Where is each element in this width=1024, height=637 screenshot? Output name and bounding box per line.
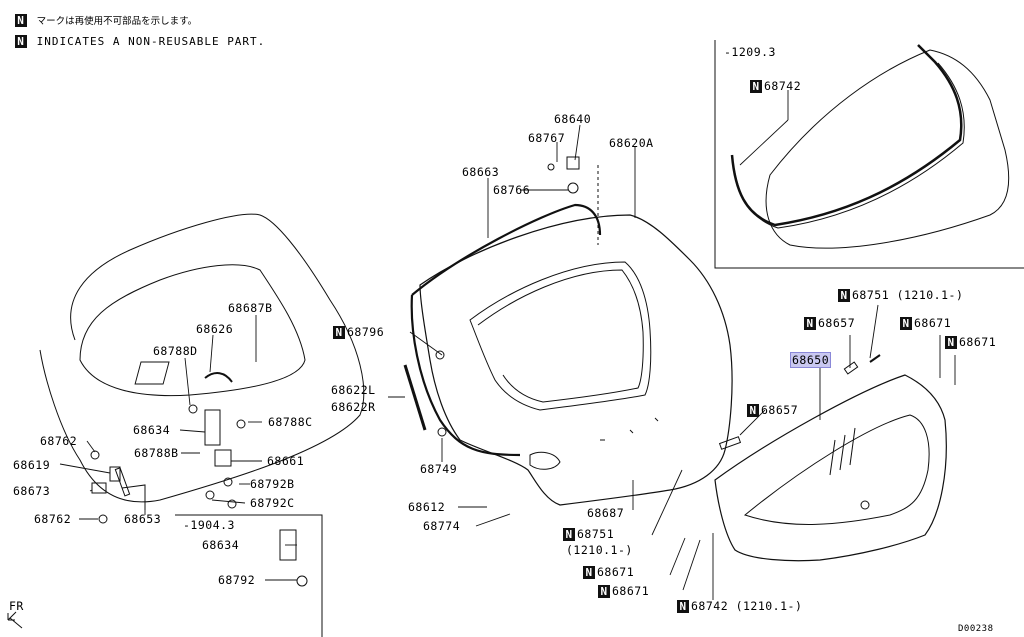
non-reusable-marker: N xyxy=(838,289,850,302)
non-reusable-marker: N xyxy=(15,35,27,48)
non-reusable-marker: N xyxy=(333,326,345,339)
part-label-68766[interactable]: 68766 xyxy=(493,183,531,197)
non-reusable-marker: N xyxy=(750,80,762,93)
legend-jp-text: マークは再使用不可部品を示します。 xyxy=(36,16,198,27)
part-label-68774[interactable]: 68774 xyxy=(423,519,461,533)
part-label-68788C[interactable]: 68788C xyxy=(268,415,313,429)
part-label-68653[interactable]: 68653 xyxy=(124,512,162,526)
direction-label: FR xyxy=(9,599,24,613)
legend-line-en: N INDICATES A NON-REUSABLE PART. xyxy=(15,35,265,49)
range-frame xyxy=(175,514,323,637)
left-glass xyxy=(39,213,365,503)
part-label-68640[interactable]: 68640 xyxy=(554,112,592,126)
part-label-68612[interactable]: 68612 xyxy=(408,500,446,514)
part-label-68792[interactable]: 68792 xyxy=(218,573,256,587)
highlighted-part-68650: 68650 xyxy=(789,352,832,368)
part-label-68622L[interactable]: 68622L xyxy=(331,383,376,397)
part-label-68620A[interactable]: 68620A xyxy=(609,136,654,150)
part-label-68762-a[interactable]: 68762 xyxy=(40,434,78,448)
part-label-68626[interactable]: 68626 xyxy=(196,322,234,336)
non-reusable-marker: N xyxy=(583,566,595,579)
part-label-68622R[interactable]: 68622R xyxy=(331,400,376,414)
non-reusable-marker: N xyxy=(598,585,610,598)
non-reusable-marker: N xyxy=(563,528,575,541)
non-reusable-marker: N xyxy=(677,600,689,613)
inset-glass xyxy=(765,49,1010,249)
part-note-68751-a: (1210.1-) xyxy=(566,543,633,557)
legend-en-text: INDICATES A NON-REUSABLE PART. xyxy=(36,35,266,48)
part-note-68751-b: (1210.1-) xyxy=(896,288,964,302)
non-reusable-marker: N xyxy=(15,14,27,27)
weatherstrip-68663 xyxy=(411,203,602,296)
part-label-68663[interactable]: 68663 xyxy=(462,165,500,179)
part-label-68788B[interactable]: 68788B xyxy=(134,446,179,460)
diagram-code: D00238 xyxy=(958,624,994,634)
non-reusable-marker: N xyxy=(900,317,912,330)
part-label-68687[interactable]: 68687 xyxy=(587,506,625,520)
part-note-68742-b: (1210.1-) xyxy=(735,599,803,613)
part-label-68788D[interactable]: 68788D xyxy=(153,344,198,358)
part-label-68792B[interactable]: 68792B xyxy=(250,477,295,491)
part-label-68792C[interactable]: 68792C xyxy=(250,496,295,510)
part-label-68762-b[interactable]: 68762 xyxy=(34,512,72,526)
non-reusable-marker: N xyxy=(945,336,957,349)
pad-68687B xyxy=(134,361,170,385)
legend-line-jp: N マークは再使用不可部品を示します。 xyxy=(15,14,197,29)
part-label-68650[interactable]: 68650 xyxy=(789,352,832,368)
tailgate-outer xyxy=(419,214,733,506)
part-label-68634[interactable]: 68634 xyxy=(133,423,171,437)
range-date-label: -1904.3 xyxy=(183,518,235,532)
fr-arrow xyxy=(7,611,23,629)
part-label-68619[interactable]: 68619 xyxy=(13,458,51,472)
part-label-68687B[interactable]: 68687B xyxy=(228,301,273,315)
inset-frame xyxy=(714,40,1024,269)
glass-68650 xyxy=(714,374,947,562)
part-label-68634-b[interactable]: 68634 xyxy=(202,538,240,552)
gas-strut xyxy=(403,364,427,431)
inset-date-label: -1209.3 xyxy=(724,45,776,59)
part-label-68661[interactable]: 68661 xyxy=(267,454,305,468)
tailgate-window-opening xyxy=(469,261,652,411)
part-label-68767[interactable]: 68767 xyxy=(528,131,566,145)
part-label-68749[interactable]: 68749 xyxy=(420,462,458,476)
non-reusable-marker: N xyxy=(804,317,816,330)
part-label-68673[interactable]: 68673 xyxy=(13,484,51,498)
leader-lines xyxy=(59,90,956,600)
non-reusable-marker: N xyxy=(747,404,759,417)
